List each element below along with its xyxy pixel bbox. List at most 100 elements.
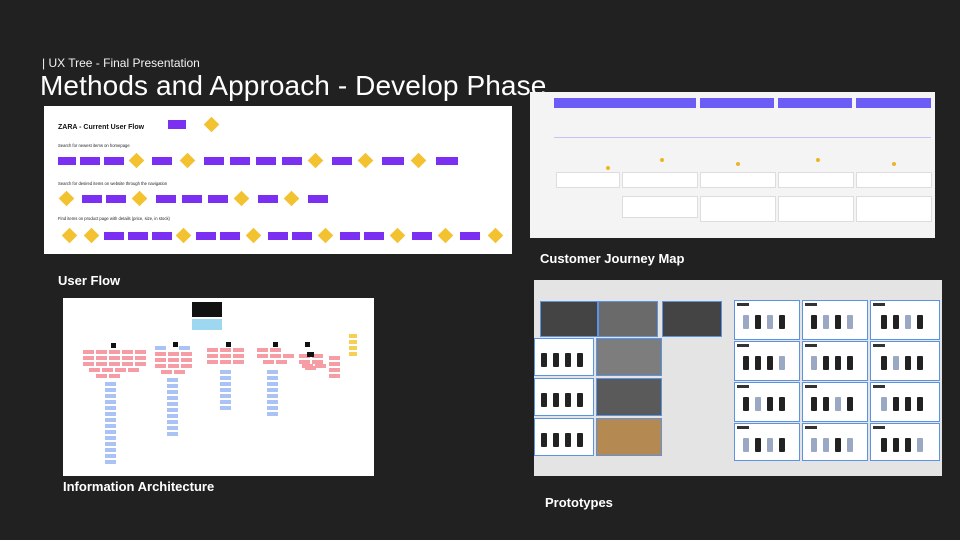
legend-process-box xyxy=(168,120,186,129)
ia-node xyxy=(167,426,178,430)
journey-stage-header xyxy=(622,98,696,108)
ia-node xyxy=(122,350,133,354)
ia-node xyxy=(267,376,278,380)
ia-node xyxy=(207,354,218,358)
ia-node xyxy=(105,442,116,446)
prototype-frame xyxy=(596,338,662,376)
prototype-frame xyxy=(540,301,598,337)
ia-node xyxy=(181,352,192,356)
ia-node xyxy=(267,400,278,404)
ia-node xyxy=(122,356,133,360)
ia-node xyxy=(220,370,231,374)
ia-node xyxy=(105,412,116,416)
prototype-frame xyxy=(662,301,722,337)
ia-node xyxy=(105,424,116,428)
ia-node xyxy=(349,346,357,350)
flow-decision xyxy=(487,227,504,244)
ia-node xyxy=(109,356,120,360)
ia-node xyxy=(349,352,357,356)
ia-node xyxy=(105,454,116,458)
ia-node xyxy=(167,414,178,418)
flow-step xyxy=(208,195,228,203)
ia-node xyxy=(181,364,192,368)
product-figure xyxy=(905,397,911,411)
ia-node xyxy=(96,350,107,354)
journey-note xyxy=(856,172,932,188)
product-figure xyxy=(893,315,899,329)
product-figure xyxy=(779,356,785,370)
prototype-frame xyxy=(734,300,800,340)
product-figure xyxy=(835,315,841,329)
ia-node xyxy=(263,360,274,364)
prototype-frame xyxy=(870,341,940,381)
ia-node xyxy=(257,354,268,358)
ia-node xyxy=(167,390,178,394)
product-figure xyxy=(823,315,829,329)
flow-decision xyxy=(389,227,406,244)
ia-node xyxy=(168,364,179,368)
ia-node xyxy=(168,358,179,362)
user-flow-caption: User Flow xyxy=(58,273,121,288)
ia-node xyxy=(167,432,178,436)
flow-step xyxy=(364,232,384,240)
flow-decision xyxy=(175,227,192,244)
product-figure xyxy=(553,353,559,367)
flow-step xyxy=(230,157,250,165)
ia-node xyxy=(220,360,231,364)
product-figure xyxy=(881,397,887,411)
ia-node xyxy=(329,368,340,372)
product-figure xyxy=(905,356,911,370)
ia-node xyxy=(83,350,94,354)
product-figure xyxy=(847,356,853,370)
ia-node xyxy=(267,388,278,392)
journey-note xyxy=(622,196,698,218)
ia-node xyxy=(267,412,278,416)
flow-step xyxy=(256,157,276,165)
emotion-marker xyxy=(736,162,740,166)
prototype-frame xyxy=(534,378,594,416)
ia-node xyxy=(329,362,340,366)
ia-node xyxy=(83,356,94,360)
prototype-frame xyxy=(802,300,868,340)
presentation-eyebrow: | UX Tree - Final Presentation xyxy=(42,56,200,70)
ia-node xyxy=(96,374,107,378)
product-figure xyxy=(847,315,853,329)
zara-logo-bar xyxy=(737,344,749,347)
product-figure xyxy=(779,438,785,452)
ia-node xyxy=(276,360,287,364)
emotion-marker xyxy=(892,162,896,166)
product-figure xyxy=(847,438,853,452)
product-figure xyxy=(577,433,583,447)
flow-step xyxy=(104,157,124,165)
ia-node xyxy=(155,346,166,350)
flow-decision xyxy=(317,227,334,244)
ia-node xyxy=(299,354,310,358)
journey-stage-header xyxy=(778,98,852,108)
flow-decision xyxy=(245,227,262,244)
ia-node xyxy=(283,354,294,358)
product-figure xyxy=(541,353,547,367)
journey-stage-header xyxy=(554,98,626,108)
zara-logo-bar xyxy=(805,303,817,306)
product-figure xyxy=(743,356,749,370)
ia-node xyxy=(267,382,278,386)
ia-node xyxy=(105,448,116,452)
flow-decision xyxy=(83,227,100,244)
zara-logo-bar xyxy=(873,303,885,306)
ia-node xyxy=(233,360,244,364)
flow-step xyxy=(340,232,360,240)
ia-node xyxy=(105,460,116,464)
flow-decision xyxy=(179,152,196,169)
product-figure xyxy=(541,393,547,407)
prototype-frame xyxy=(734,382,800,422)
product-figure xyxy=(835,438,841,452)
ia-node xyxy=(220,400,231,404)
ia-node xyxy=(89,368,100,372)
product-figure xyxy=(835,356,841,370)
ia-node xyxy=(299,360,310,364)
legend-decision-diamond xyxy=(203,116,220,133)
ia-node xyxy=(257,348,268,352)
ia-node xyxy=(270,354,281,358)
flow-decision xyxy=(283,190,300,207)
prototype-frame xyxy=(734,341,800,381)
